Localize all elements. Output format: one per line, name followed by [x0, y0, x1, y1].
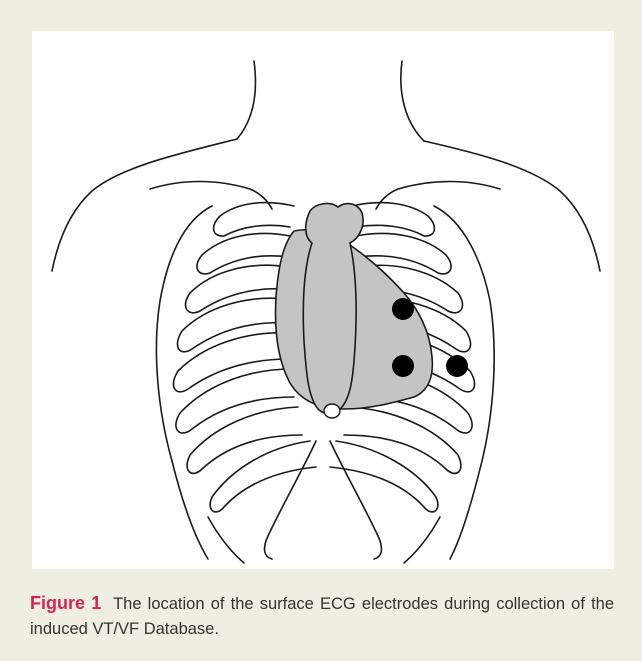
- rib-right-1: [352, 203, 434, 236]
- ribcage-outline-left: [156, 206, 212, 559]
- clavicle-right: [376, 182, 500, 210]
- rib-right-9: [404, 517, 440, 563]
- rib-left-9: [208, 517, 244, 563]
- chest-illustration: [32, 31, 614, 569]
- rib-cage-drawing: [32, 31, 614, 569]
- electrode-lower-right: [446, 355, 468, 377]
- costal-arch-left: [265, 441, 316, 559]
- electrode-lower-left: [392, 355, 414, 377]
- rib-right-7: [344, 407, 461, 473]
- rib-left-4: [177, 298, 286, 352]
- electrode-upper: [392, 298, 414, 320]
- rib-left-6: [176, 369, 294, 433]
- costal-arch-right: [330, 441, 381, 559]
- figure-caption: Figure 1 The location of the surface ECG…: [30, 591, 614, 642]
- shoulder-right: [424, 141, 600, 271]
- figure-number: 1: [91, 593, 101, 613]
- figure-label: Figure: [30, 593, 85, 613]
- shoulder-left: [52, 139, 237, 271]
- xiphoid-process: [324, 404, 340, 418]
- rib-left-1: [214, 203, 294, 236]
- ribcage-outline-right: [434, 206, 494, 559]
- neck-left: [237, 61, 255, 139]
- rib-left-5: [173, 333, 290, 392]
- neck-right: [401, 61, 424, 141]
- rib-left-7: [187, 407, 302, 473]
- clavicle-left: [150, 182, 272, 210]
- figure-caption-text: The location of the surface ECG electrod…: [30, 595, 614, 638]
